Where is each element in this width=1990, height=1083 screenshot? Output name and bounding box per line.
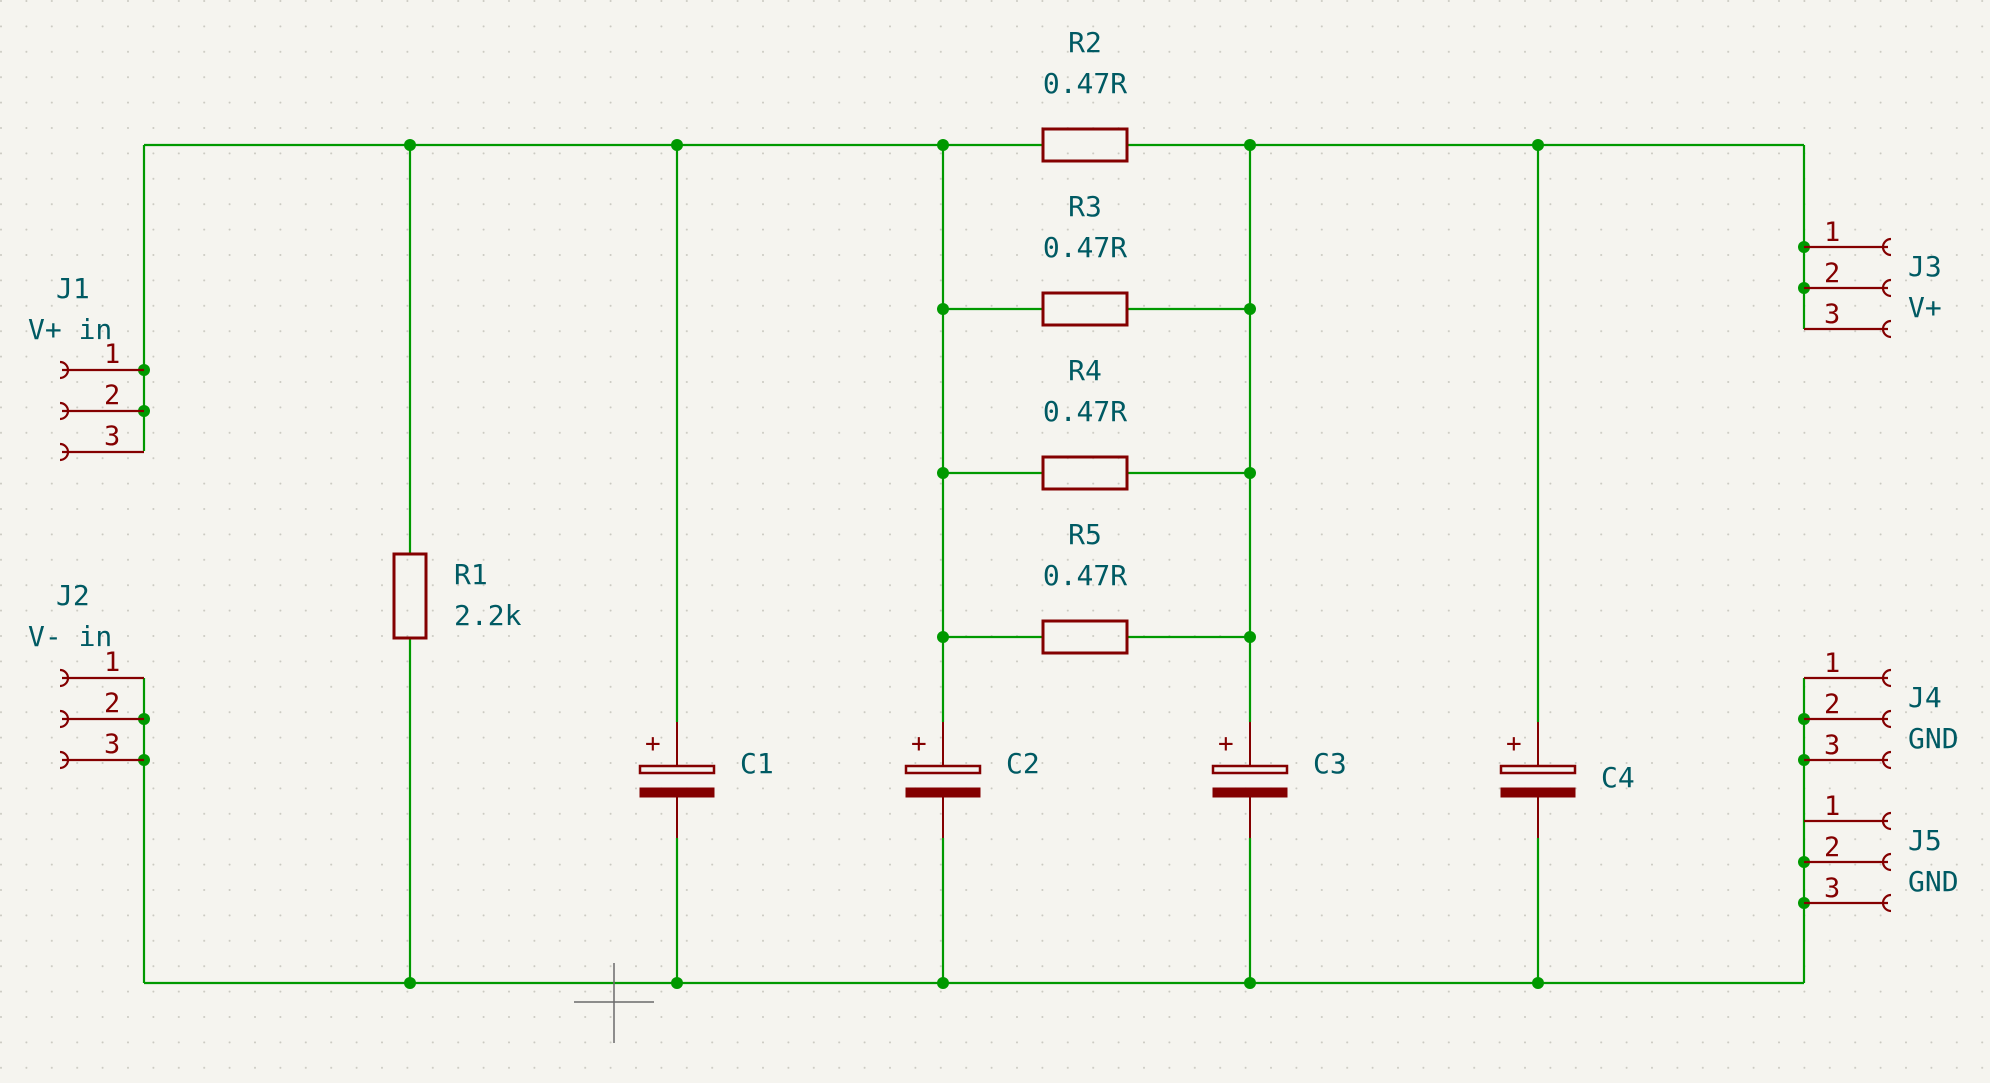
j2-pin-1-number: 1 [104,647,120,678]
j1-reference: J1 [56,272,90,305]
r2-reference: R2 [1068,26,1102,59]
resistor-r4[interactable]: R4 0.47R [1041,354,1129,491]
c1-reference: C1 [740,747,774,780]
c4-polarity-mark: + [1506,729,1522,759]
j4-reference: J4 [1908,681,1942,714]
j4-pin-1-number: 1 [1824,648,1840,679]
c4-reference: C4 [1601,761,1635,794]
j5-pin-3-number: 3 [1824,873,1840,904]
j5-pin-1-number: 1 [1824,791,1840,822]
r4-value: 0.47R [1043,395,1127,428]
j1-pin-3-number: 3 [104,421,120,452]
j3-value: V+ [1908,291,1942,324]
j3-pin-1-number: 1 [1824,217,1840,248]
r3-value: 0.47R [1043,231,1127,264]
j4-pins [1804,668,1892,770]
j1-pin-2-number: 2 [104,380,120,411]
junctions [138,139,1810,989]
j4-pin-3-number: 3 [1824,730,1840,761]
j5-pin-2-number: 2 [1824,832,1840,863]
c3-reference: C3 [1313,747,1347,780]
j1-pin-1-number: 1 [104,339,120,370]
c2-reference: C2 [1006,747,1040,780]
j2-pin-2-number: 2 [104,688,120,719]
r2-value: 0.47R [1043,67,1127,100]
connector-j5[interactable]: 1 2 3 J5 GND [1804,791,1959,913]
resistor-r1[interactable]: R1 2.2k [392,552,522,640]
j5-reference: J5 [1908,824,1942,857]
crosshair-cursor-icon [574,963,654,1043]
wires [142,143,1806,985]
capacitor-c1[interactable]: + C1 [638,722,774,838]
r1-reference: R1 [454,558,488,591]
capacitor-c4[interactable]: + C4 [1499,722,1635,838]
r1-value: 2.2k [454,599,522,632]
j3-pin-3-number: 3 [1824,299,1840,330]
c2-polarity-mark: + [911,729,927,759]
connector-j4[interactable]: 1 2 3 J4 GND [1804,648,1959,770]
j2-pins [59,668,144,770]
j5-value: GND [1908,865,1959,898]
r5-reference: R5 [1068,518,1102,551]
connector-j3[interactable]: 1 2 3 J3 V+ [1804,217,1942,339]
resistor-r3[interactable]: R3 0.47R [1041,190,1129,327]
j1-value: V+ in [28,313,112,346]
resistor-r2[interactable]: R2 0.47R [1041,26,1129,163]
r5-value: 0.47R [1043,559,1127,592]
j3-reference: J3 [1908,250,1942,283]
j2-pin-3-number: 3 [104,729,120,760]
connector-j2[interactable]: J2 V- in 1 2 3 [28,579,144,770]
c3-polarity-mark: + [1218,729,1234,759]
j2-value: V- in [28,620,112,653]
capacitor-c2[interactable]: + C2 [904,722,1040,838]
j3-pins [1804,237,1892,339]
j4-pin-2-number: 2 [1824,689,1840,720]
resistor-r5[interactable]: R5 0.47R [1041,518,1129,655]
j1-pins [59,360,144,462]
r3-reference: R3 [1068,190,1102,223]
connector-j1[interactable]: J1 V+ in 1 2 3 [28,272,144,462]
c1-polarity-mark: + [645,729,661,759]
r4-reference: R4 [1068,354,1102,387]
capacitor-c3[interactable]: + C3 [1211,722,1347,838]
j4-value: GND [1908,722,1959,755]
j3-pin-2-number: 2 [1824,258,1840,289]
j5-pins [1804,811,1892,913]
j2-reference: J2 [56,579,90,612]
